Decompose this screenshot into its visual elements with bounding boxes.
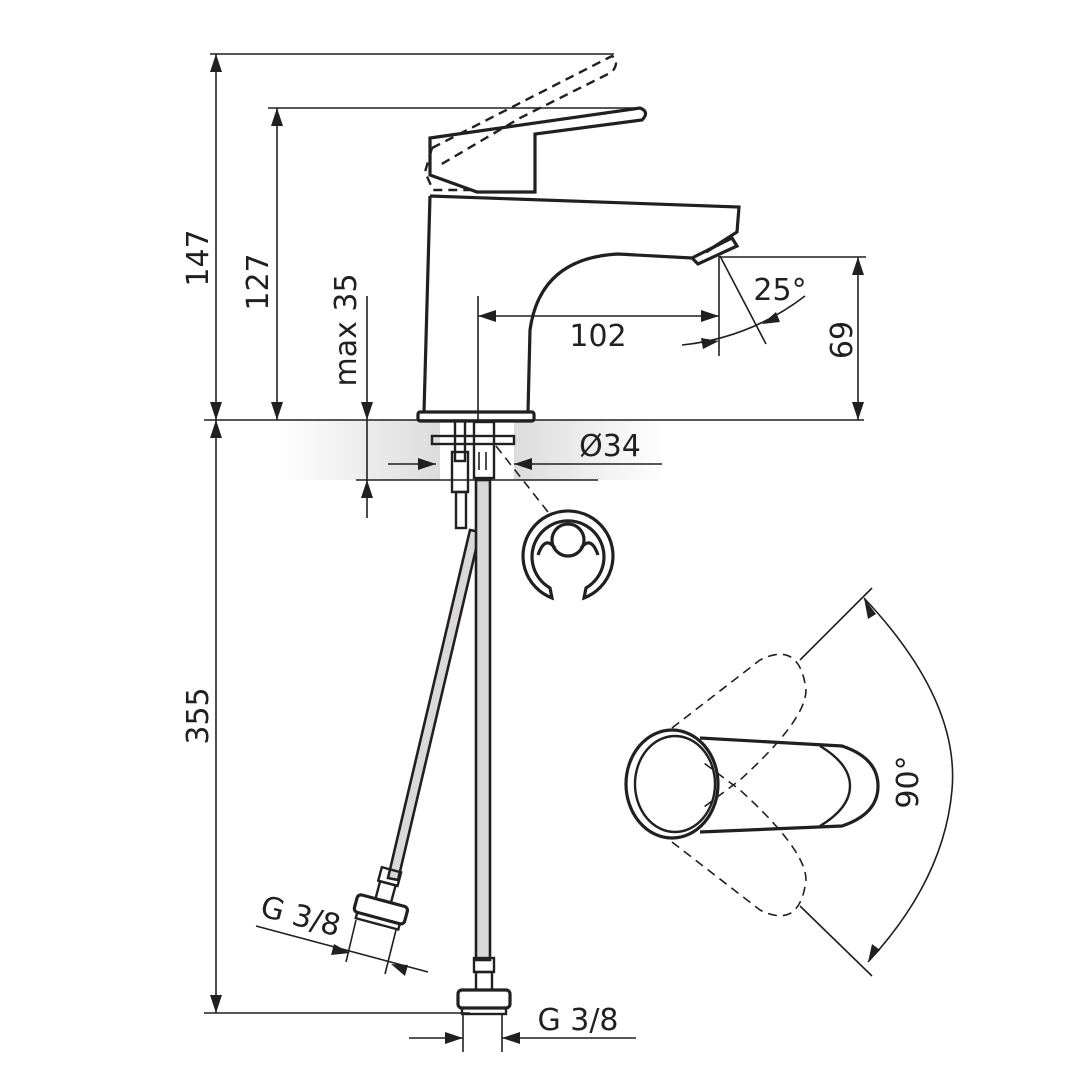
dimension-25-degrees: 25° [681,255,807,349]
fixing-clip-detail [495,445,615,601]
label-69: 69 [825,321,860,359]
dimension-69: 69 [720,256,866,420]
flexible-hoses [386,478,492,962]
label-max-35: max 35 [329,273,364,386]
dimension-147: 147 [181,53,614,420]
faucet-side-view [416,54,741,423]
label-diameter-34: Ø34 [579,429,641,464]
label-25-degrees: 25° [753,273,806,308]
label-355: 355 [181,687,216,744]
dimension-355: 355 [181,420,470,1014]
hose-fitting-left [352,865,410,932]
label-147: 147 [181,229,216,286]
dimension-diameter-34: Ø34 [388,429,662,470]
dimension-g38-left: G 3/8 [255,889,429,976]
hose-fitting-right [456,956,512,1016]
dimension-127: 127 [241,107,640,420]
label-g38-left: G 3/8 [257,889,344,944]
label-102: 102 [569,319,626,354]
label-127: 127 [241,253,276,310]
mounting-hardware [430,419,516,530]
label-g38-right: G 3/8 [537,1003,618,1038]
lever-top-view [624,653,880,917]
dimension-g38-right: G 3/8 [409,1003,636,1052]
dimension-90-degrees: 90° [799,587,954,977]
label-90-degrees: 90° [891,755,926,808]
dimension-max-35: max 35 [329,273,373,518]
dimension-102: 102 [477,256,720,420]
countertop-section [280,420,664,480]
